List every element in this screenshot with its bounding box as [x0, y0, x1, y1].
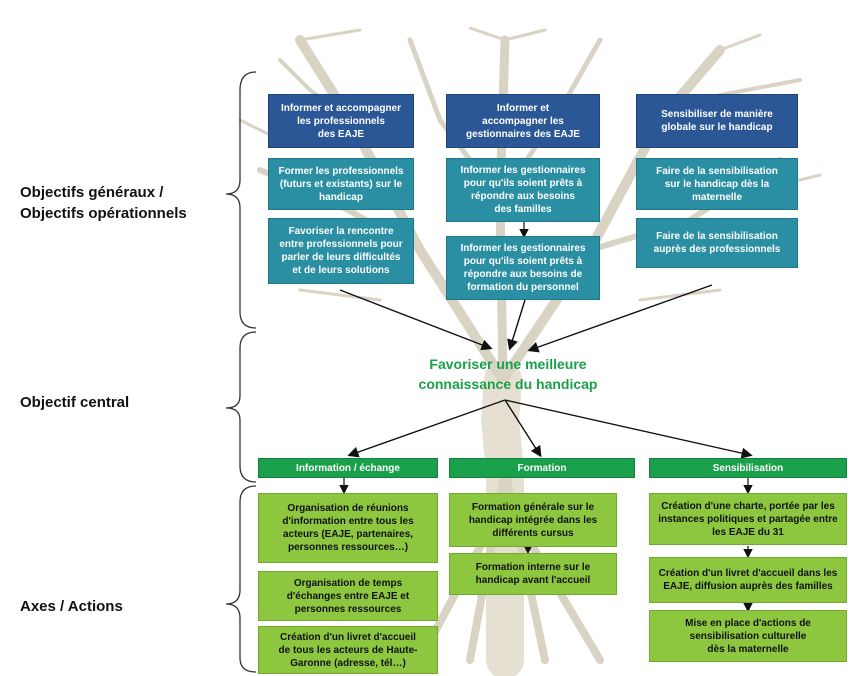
go1-line1: Informer et accompagner — [280, 102, 402, 114]
a12-line2: d'échanges entre EAJE et — [286, 590, 410, 602]
general-objective-2: Informer et accompagner les gestionnaire… — [446, 94, 600, 148]
op22-line2: pour qu'ils soient prêts à — [463, 256, 583, 267]
a11-line1: Organisation de réunions — [287, 503, 409, 514]
action-3-2: Création d'un livret d'accueil dans les … — [649, 557, 847, 603]
a31-line1: Création d'une charte, portée par les — [661, 500, 835, 512]
central-objective-line1: Favoriser une meilleure — [429, 356, 587, 372]
axis-header-sensibilisation: Sensibilisation — [649, 458, 847, 478]
a21-line1: Formation générale sur le — [471, 501, 595, 513]
axis-header-information: Information / échange — [258, 458, 438, 478]
op12-line3: parler de leurs difficultés — [281, 252, 401, 263]
a12-line3: personnes ressources — [294, 603, 402, 615]
a21-line3: différents cursus — [492, 527, 574, 539]
op21-line4: des familles — [494, 204, 552, 215]
op22-line3: répondre aux besoins de — [463, 269, 583, 280]
central-objective-line2: connaissance du handicap — [418, 376, 598, 392]
op32-line1: Faire de la sensibilisation — [656, 231, 778, 242]
a13-line3: Garonne (adresse, tél…) — [290, 657, 406, 669]
label-objectifs-generaux-line2: Objectifs opérationnels — [20, 205, 187, 222]
op22-line4: formation du personnel — [467, 282, 579, 293]
a33-line3: dès la maternelle — [707, 643, 789, 655]
axis-header-formation: Formation — [449, 458, 635, 478]
op31-line2: sur le handicap dès la — [664, 178, 770, 190]
operational-objective-3-1: Faire de la sensibilisation sur le handi… — [636, 158, 798, 210]
go1-line3: des EAJE — [317, 128, 365, 140]
general-objective-1: Informer et accompagner les professionne… — [268, 94, 414, 148]
go1-line2: les professionnels — [297, 115, 385, 127]
a11-line4: personnes ressources…) — [287, 542, 409, 553]
operational-objective-3-2: Faire de la sensibilisation auprès des p… — [636, 218, 798, 268]
a22-line2: handicap avant l'accueil — [475, 575, 591, 586]
a22-line1: Formation interne sur le — [475, 562, 591, 573]
a21-line2: handicap intégrée dans les — [468, 514, 598, 526]
action-1-2: Organisation de temps d'échanges entre E… — [258, 571, 438, 621]
go3-line2: globale sur le handicap — [661, 122, 773, 133]
a33-line2: sensibilisation culturelle — [689, 630, 807, 642]
label-axes-actions: Axes / Actions — [20, 598, 123, 615]
op31-line3: maternelle — [691, 191, 743, 203]
op31-line1: Faire de la sensibilisation — [656, 165, 778, 177]
a11-line2: d'information entre tous les — [282, 516, 414, 527]
central-objective: Favoriser une meilleure connaissance du … — [378, 354, 638, 394]
action-3-3: Mise en place d'actions de sensibilisati… — [649, 610, 847, 662]
operational-objective-1-1: Former les professionnels (futurs et exi… — [268, 158, 414, 210]
label-objectifs-generaux: Objectifs généraux / Objectifs opération… — [20, 182, 187, 224]
action-2-1: Formation générale sur le handicap intég… — [449, 493, 617, 547]
a32-line1: Création d'un livret d'accueil dans les — [658, 568, 838, 579]
op11-line3: handicap — [319, 191, 363, 203]
a13-line1: Création d'un livret d'accueil — [280, 631, 416, 643]
label-objectif-central: Objectif central — [20, 394, 130, 411]
go2-line2: accompagner les — [482, 115, 564, 127]
op32-line2: auprès des professionnels — [653, 244, 781, 255]
go2-line3: gestionnaires des EAJE — [466, 128, 580, 140]
op11-line2: (futurs et existants) sur le — [279, 178, 403, 190]
action-2-2: Formation interne sur le handicap avant … — [449, 553, 617, 595]
action-1-1: Organisation de réunions d'information e… — [258, 493, 438, 563]
op12-line4: et de leurs solutions — [292, 265, 390, 276]
a11-line3: acteurs (EAJE, partenaires, — [282, 529, 414, 540]
go2-line1: Informer et — [496, 102, 550, 114]
operational-objective-1-2: Favoriser la rencontre entre professionn… — [268, 218, 414, 284]
op12-line2: entre professionnels pour — [279, 239, 403, 250]
a31-line3: les EAJE du 31 — [712, 526, 784, 538]
a12-line1: Organisation de temps — [293, 577, 403, 589]
op12-line1: Favoriser la rencontre — [288, 226, 394, 237]
a33-line1: Mise en place d'actions de — [685, 617, 811, 629]
op22-line1: Informer les gestionnaires — [460, 243, 586, 254]
op21-line3: répondre aux besoins — [471, 191, 575, 202]
label-objectifs-generaux-line1: Objectifs généraux / — [20, 184, 164, 201]
op21-line1: Informer les gestionnaires — [460, 165, 586, 176]
a32-line2: EAJE, diffusion auprès des familles — [663, 581, 833, 592]
general-objective-3: Sensibiliser de manière globale sur le h… — [636, 94, 798, 148]
a13-line2: de tous les acteurs de Haute- — [278, 644, 418, 656]
action-1-3: Création d'un livret d'accueil de tous l… — [258, 626, 438, 674]
action-3-1: Création d'une charte, portée par les in… — [649, 493, 847, 545]
operational-objective-2-2: Informer les gestionnaires pour qu'ils s… — [446, 236, 600, 300]
op21-line2: pour qu'ils soient prêts à — [463, 178, 583, 189]
a31-line2: instances politiques et partagée entre — [658, 513, 838, 525]
go3-line1: Sensibiliser de manière — [661, 109, 773, 120]
op11-line1: Former les professionnels — [278, 165, 404, 177]
operational-objective-2-1: Informer les gestionnaires pour qu'ils s… — [446, 158, 600, 222]
